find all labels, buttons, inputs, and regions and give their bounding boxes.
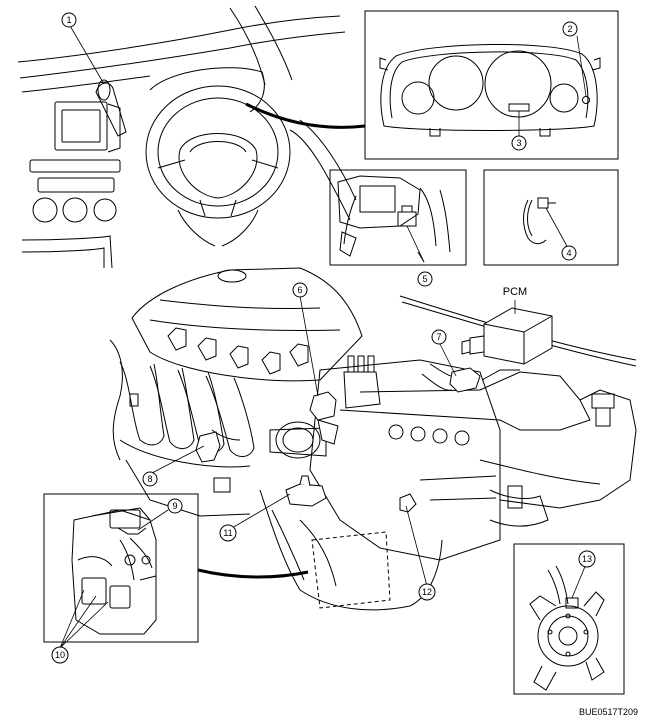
wheel-hub-inset [513, 543, 625, 695]
callout-7: 7 [431, 329, 447, 345]
odometer-display [508, 103, 530, 112]
sensor-inset-5 [329, 169, 467, 266]
callout-label-13: 13 [582, 554, 592, 564]
dashboard-scene [17, 5, 357, 269]
callout-5: 5 [417, 271, 433, 287]
callout-label-10: 10 [55, 650, 65, 660]
component-bodies [195, 367, 481, 513]
instrument-cluster-inset [364, 10, 619, 160]
sensor-4-body [537, 197, 549, 209]
callout-8: 8 [142, 471, 158, 487]
callout-13: 13 [578, 550, 596, 568]
engine-assembly [109, 267, 637, 611]
callout-1: 1 [61, 12, 77, 28]
callout-label-1: 1 [66, 15, 71, 25]
cluster-leader-line [245, 102, 366, 129]
callout-label-11: 11 [223, 528, 232, 538]
figure-code: BUE0517T209 [579, 707, 638, 717]
callout-label-3: 3 [516, 138, 521, 148]
throttle-inset-leader [197, 568, 309, 579]
callout-label-5: 5 [422, 274, 427, 284]
callout-label-9: 9 [172, 501, 177, 511]
sensor-inset-4 [483, 169, 619, 266]
callout-6: 6 [292, 282, 308, 298]
callout-3: 3 [511, 135, 527, 151]
pcm-module [461, 307, 553, 365]
callout-4: 4 [561, 245, 577, 261]
throttle-body-inset [43, 493, 199, 649]
callout-label-12: 12 [422, 587, 432, 597]
pcm-label: PCM [503, 286, 527, 298]
callout-label-2: 2 [567, 24, 572, 34]
callout-2: 2 [562, 21, 578, 37]
callout-label-4: 4 [566, 248, 571, 258]
callout-11: 11 [219, 524, 237, 542]
callout-label-8: 8 [147, 474, 152, 484]
callout-label-7: 7 [436, 332, 441, 342]
sensor-5-body [397, 211, 417, 227]
callout-10: 10 [51, 646, 69, 664]
leader-lines [68, 23, 516, 587]
callout-label-6: 6 [297, 285, 302, 295]
callout-12: 12 [418, 583, 436, 601]
callouts: 1 2 3 4 5 6 7 8 [51, 12, 596, 664]
callout-9: 9 [167, 498, 183, 514]
